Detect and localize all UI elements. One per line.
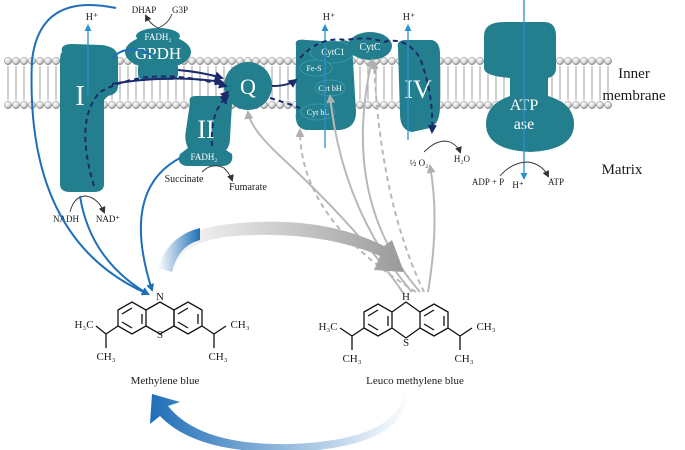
hplus-label-iii: H⁺ [323, 12, 336, 23]
gpdh-fadh2-label: FADH₂ [145, 32, 172, 42]
mb-ch3-right-bottom: CH₃ [208, 351, 227, 363]
succinate-label: Succinate [165, 174, 204, 185]
gpdh-complex: FADH₂ GPDH [125, 28, 191, 80]
proton-pump-arrows [84, 0, 528, 180]
inner-membrane-label-2: membrane [602, 88, 666, 104]
cyt-bh-label: Cyt bH [318, 84, 342, 93]
hplus-label-iv: H⁺ [403, 12, 416, 23]
complex-ii-fadh2-label: FADH₂ [191, 152, 218, 162]
lmb-s-atom: S [403, 337, 409, 349]
adp-to-atp-arrow [499, 161, 549, 178]
mb-reduction-arrows [30, 4, 181, 296]
mb-caption: Methylene blue [131, 375, 200, 387]
half-o2-label: ½ O₂ [410, 158, 429, 168]
o2-to-h2o-arrow [423, 140, 462, 154]
matrix-label: Matrix [602, 162, 643, 178]
lmb-h3c-left: H₃C [318, 321, 337, 333]
lmb-caption: Leuco methylene blue [366, 375, 464, 387]
mb-s-atom: S [157, 329, 163, 341]
electron-flow-arrows [84, 37, 437, 187]
mb-h3c-left: H₃C [74, 319, 93, 331]
dhap-label: DHAP [132, 5, 157, 15]
q-label: Q [240, 74, 256, 99]
cyt-c-label: CytC [359, 42, 380, 53]
ubiquinone-q: Q [224, 62, 272, 110]
complex-iii: CytC1 Fe-S Cyt bH Cyt bL [295, 39, 356, 130]
nad-label: NAD⁺ [96, 214, 120, 224]
lmb-ch3-right-top: CH₃ [476, 321, 495, 333]
complex-ii-label: II [197, 115, 214, 144]
atp-synthase: ATP ase [484, 22, 574, 152]
inner-membrane-label-1: Inner [618, 66, 650, 82]
lmb-ch3-left: CH₃ [342, 353, 361, 365]
lmb-ch3-right-bottom: CH₃ [454, 353, 473, 365]
lmb-to-mb-arrow [150, 390, 410, 450]
cyt-bl-label: Cyt bL [307, 108, 330, 117]
complex-iv: IV [397, 40, 440, 132]
fumarate-label: Fumarate [229, 182, 267, 193]
cytochrome-c: CytC [348, 32, 392, 60]
complex-i: I [60, 44, 118, 192]
atp-product-label: ATP [548, 177, 564, 187]
cyt-c1-label: CytC1 [321, 47, 345, 57]
h2o-label: H₂O [454, 154, 471, 164]
hplus-label-i: H⁺ [86, 12, 99, 23]
mb-n-atom: N [156, 291, 164, 303]
mb-to-lmb-arrow [158, 221, 404, 272]
g3p-label: G3P [172, 5, 188, 15]
complex-i-label: I [75, 81, 84, 112]
succinate-to-fumarate-arrow [201, 165, 234, 182]
fe-s-label: Fe-S [306, 64, 321, 73]
adp-p-label: ADP + P [472, 177, 504, 187]
methylene-blue-structure [95, 301, 227, 348]
gpdh-label: GPDH [135, 44, 181, 63]
nadh-label: NADH [53, 214, 79, 224]
nadh-to-nad-arrow [69, 195, 106, 214]
hplus-label-atp: H⁺ [512, 180, 523, 190]
leuco-methylene-blue-structure [339, 301, 473, 350]
g3p-to-dhap-arrow [145, 13, 173, 29]
mb-ch3-left: CH₃ [96, 351, 115, 363]
lmb-nh-atom: H [402, 291, 410, 303]
mb-ch3-right-top: CH₃ [230, 319, 249, 331]
complex-ii: II FADH₂ [178, 96, 233, 166]
